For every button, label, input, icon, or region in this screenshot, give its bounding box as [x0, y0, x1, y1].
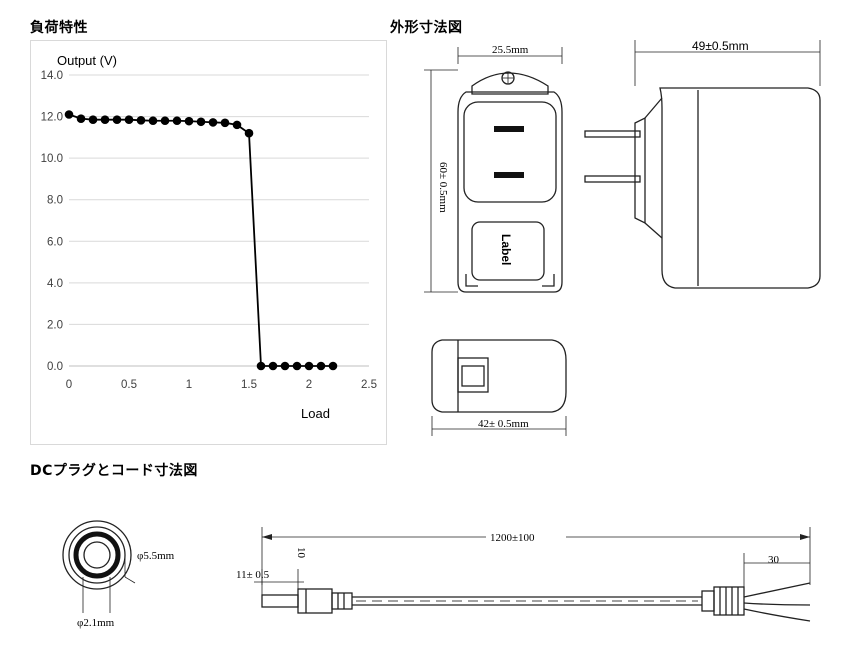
- y-tick-label: 2.0: [47, 319, 63, 331]
- data-point: [136, 116, 146, 125]
- y-tick-label: 8.0: [47, 195, 63, 207]
- data-point: [172, 116, 182, 126]
- plug-cord-heading: DCプラグとコード寸法図: [30, 463, 198, 479]
- y-tick-label: 4.0: [47, 278, 63, 290]
- data-point: [112, 115, 122, 124]
- data-point: [148, 116, 158, 126]
- y-tick-label: 12.0: [41, 112, 63, 124]
- plug-tip-dim: 10: [295, 547, 307, 559]
- data-point: [208, 118, 218, 127]
- data-point: [220, 118, 230, 128]
- cord-drawing: 1200±100 30 11± 0.5 10: [236, 527, 811, 622]
- dc-plug-drawing: φ5.5mm φ2.1mm: [62, 520, 175, 629]
- y-tick-label: 0.0: [47, 361, 63, 373]
- y-tick-label: 6.0: [47, 236, 63, 248]
- data-point: [292, 361, 302, 371]
- data-point: [76, 114, 86, 123]
- x-tick-label: 1: [186, 379, 192, 391]
- data-point: [280, 361, 290, 371]
- label-text: Label: [499, 234, 513, 265]
- side-view-drawing: 49±0.5mm: [584, 39, 821, 289]
- plug-outer-dim: φ5.5mm: [137, 550, 175, 562]
- y-tick-label: 14.0: [41, 70, 63, 82]
- plug-length-dim: 11± 0.5: [236, 569, 270, 581]
- data-point: [256, 361, 266, 371]
- cord-length-dim: 1200±100: [490, 532, 535, 544]
- end-length-dim: 30: [768, 554, 780, 566]
- data-point: [88, 115, 98, 124]
- x-tick-label: 0: [66, 379, 72, 391]
- label-area: [471, 221, 545, 281]
- x-tick-label: 2: [306, 379, 312, 391]
- outline-dimensions-heading: 外形寸法図: [390, 20, 463, 36]
- data-point: [196, 117, 206, 127]
- plug-inner-dim: φ2.1mm: [77, 617, 115, 629]
- data-point: [328, 361, 338, 371]
- y-tick-label: 10.0: [41, 153, 63, 165]
- x-tick-label: 2.5: [361, 379, 377, 391]
- bottom-view-drawing: 42± 0.5mm: [431, 339, 567, 436]
- front-view-drawing: 25.5mm 60± 0.5mm Label: [424, 44, 563, 293]
- load-characteristics-heading: 負荷特性: [30, 20, 88, 36]
- data-point: [232, 120, 242, 130]
- front-width-dim: 25.5mm: [492, 44, 529, 56]
- data-point: [304, 361, 314, 371]
- data-point: [316, 361, 326, 371]
- series-line: [68, 113, 333, 367]
- data-point: [244, 128, 254, 138]
- bottom-width-dim: 42± 0.5mm: [478, 418, 529, 430]
- x-tick-label: 0.5: [121, 379, 137, 391]
- side-depth-dim: 49±0.5mm: [692, 39, 749, 53]
- x-axis-label: Load: [301, 406, 330, 421]
- data-point: [64, 110, 74, 119]
- data-point: [184, 116, 194, 126]
- front-height-dim: 60± 0.5mm: [437, 162, 449, 213]
- data-point: [160, 116, 170, 126]
- blade-slot: [494, 126, 524, 132]
- data-point: [100, 115, 110, 124]
- blade-slot: [494, 172, 524, 178]
- y-axis-label: Output (V): [57, 53, 117, 68]
- data-point: [268, 361, 278, 371]
- data-point: [124, 115, 134, 124]
- x-tick-label: 1.5: [241, 379, 257, 391]
